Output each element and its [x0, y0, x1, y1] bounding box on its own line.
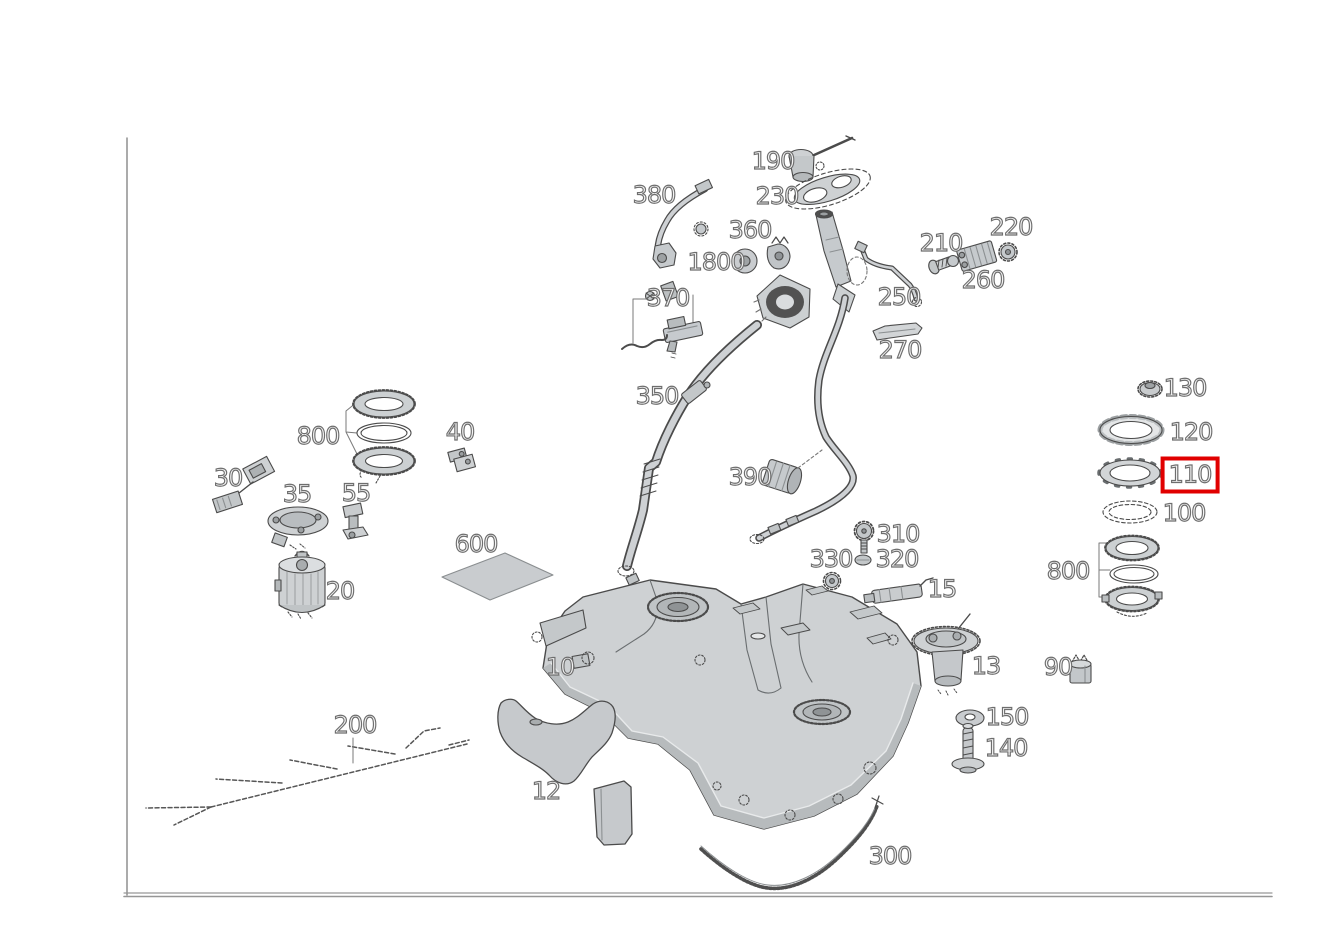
part-140-screw — [951, 722, 985, 774]
part-15-valve — [863, 577, 934, 604]
filler-shield-plate — [753, 274, 811, 329]
callout-230[interactable]: 230 — [755, 182, 800, 210]
part-800-left-rings — [345, 389, 416, 484]
part-110-ring — [1097, 457, 1163, 489]
callout-360[interactable]: 360 — [728, 216, 773, 244]
callout-370[interactable]: 370 — [646, 284, 691, 312]
part-200-fuel-lines — [145, 727, 470, 826]
callout-120[interactable]: 120 — [1169, 418, 1214, 446]
callout-350[interactable]: 350 — [635, 382, 680, 410]
callout-100[interactable]: 100 — [1162, 499, 1207, 527]
part-120-lock-ring — [1097, 414, 1165, 446]
callout-200[interactable]: 200 — [333, 711, 378, 739]
part-230-plate — [785, 168, 871, 210]
callout-190[interactable]: 190 — [751, 147, 796, 175]
callout-12[interactable]: 12 — [531, 777, 562, 805]
part-220-nut — [998, 242, 1018, 262]
callout-300[interactable]: 300 — [868, 842, 913, 870]
part-100-seal — [1102, 500, 1158, 524]
part-190-cap — [788, 135, 856, 183]
part-40-connector — [447, 447, 477, 473]
callout-330[interactable]: 330 — [809, 545, 854, 573]
callout-110[interactable]: 110 — [1160, 456, 1220, 494]
callout-20[interactable]: 20 — [325, 577, 356, 605]
callout-40[interactable]: 40 — [445, 418, 476, 446]
part-320-clip — [854, 554, 872, 566]
callout-140[interactable]: 140 — [984, 734, 1029, 762]
callout-600[interactable]: 600 — [454, 530, 499, 558]
page-frame — [123, 137, 1273, 898]
callout-10[interactable]: 10 — [545, 653, 576, 681]
callout-800-right[interactable]: 800 — [1046, 557, 1091, 585]
part-90-valve — [1069, 654, 1092, 684]
callout-800-left[interactable]: 800 — [296, 422, 341, 450]
part-250-hose — [854, 240, 923, 308]
callout-55[interactable]: 55 — [341, 479, 372, 507]
part-350-filler-pipe — [617, 320, 762, 586]
callout-90[interactable]: 90 — [1043, 653, 1074, 681]
callout-270[interactable]: 270 — [878, 336, 923, 364]
callout-310[interactable]: 310 — [876, 520, 921, 548]
part-330-nut — [822, 571, 842, 591]
part-1800-seal — [732, 248, 758, 274]
callout-210[interactable]: 210 — [919, 229, 964, 257]
part-13-sender — [911, 613, 981, 696]
callout-390[interactable]: 390 — [728, 463, 773, 491]
part-310-screw — [853, 520, 875, 554]
callout-380[interactable]: 380 — [632, 181, 677, 209]
part-30-plates — [211, 455, 276, 514]
part-12-heat-shield — [497, 698, 633, 846]
callout-260[interactable]: 260 — [961, 266, 1006, 294]
callout-220[interactable]: 220 — [989, 213, 1034, 241]
part-20-filter — [274, 550, 326, 620]
part-260-bracket — [956, 240, 998, 272]
part-270-bracket — [872, 322, 923, 341]
callout-150[interactable]: 150 — [985, 703, 1030, 731]
callout-320[interactable]: 320 — [875, 545, 920, 573]
part-210-screw — [928, 254, 960, 275]
part-360-sensor — [766, 236, 791, 270]
callout-130[interactable]: 130 — [1163, 374, 1208, 402]
part-150-washer — [955, 709, 985, 727]
callout-15[interactable]: 15 — [927, 575, 958, 603]
part-10-tank — [531, 579, 922, 830]
part-55-bracket — [342, 502, 369, 540]
part-380-tube — [644, 178, 714, 302]
part-800-right-rings — [1098, 534, 1163, 617]
callout-250[interactable]: 250 — [877, 283, 922, 311]
part-600-sheet — [441, 552, 554, 601]
part-300-strap — [699, 795, 884, 891]
part-370-sensor — [621, 294, 704, 359]
callout-1800[interactable]: 1800 — [687, 248, 746, 276]
part-130-cap — [1137, 380, 1163, 398]
part-35-flange — [267, 506, 329, 550]
vent-pipe — [749, 294, 857, 545]
part-390-damper — [761, 449, 823, 495]
callout-30[interactable]: 30 — [213, 464, 244, 492]
callout-35[interactable]: 35 — [282, 480, 313, 508]
callout-13[interactable]: 13 — [971, 652, 1002, 680]
